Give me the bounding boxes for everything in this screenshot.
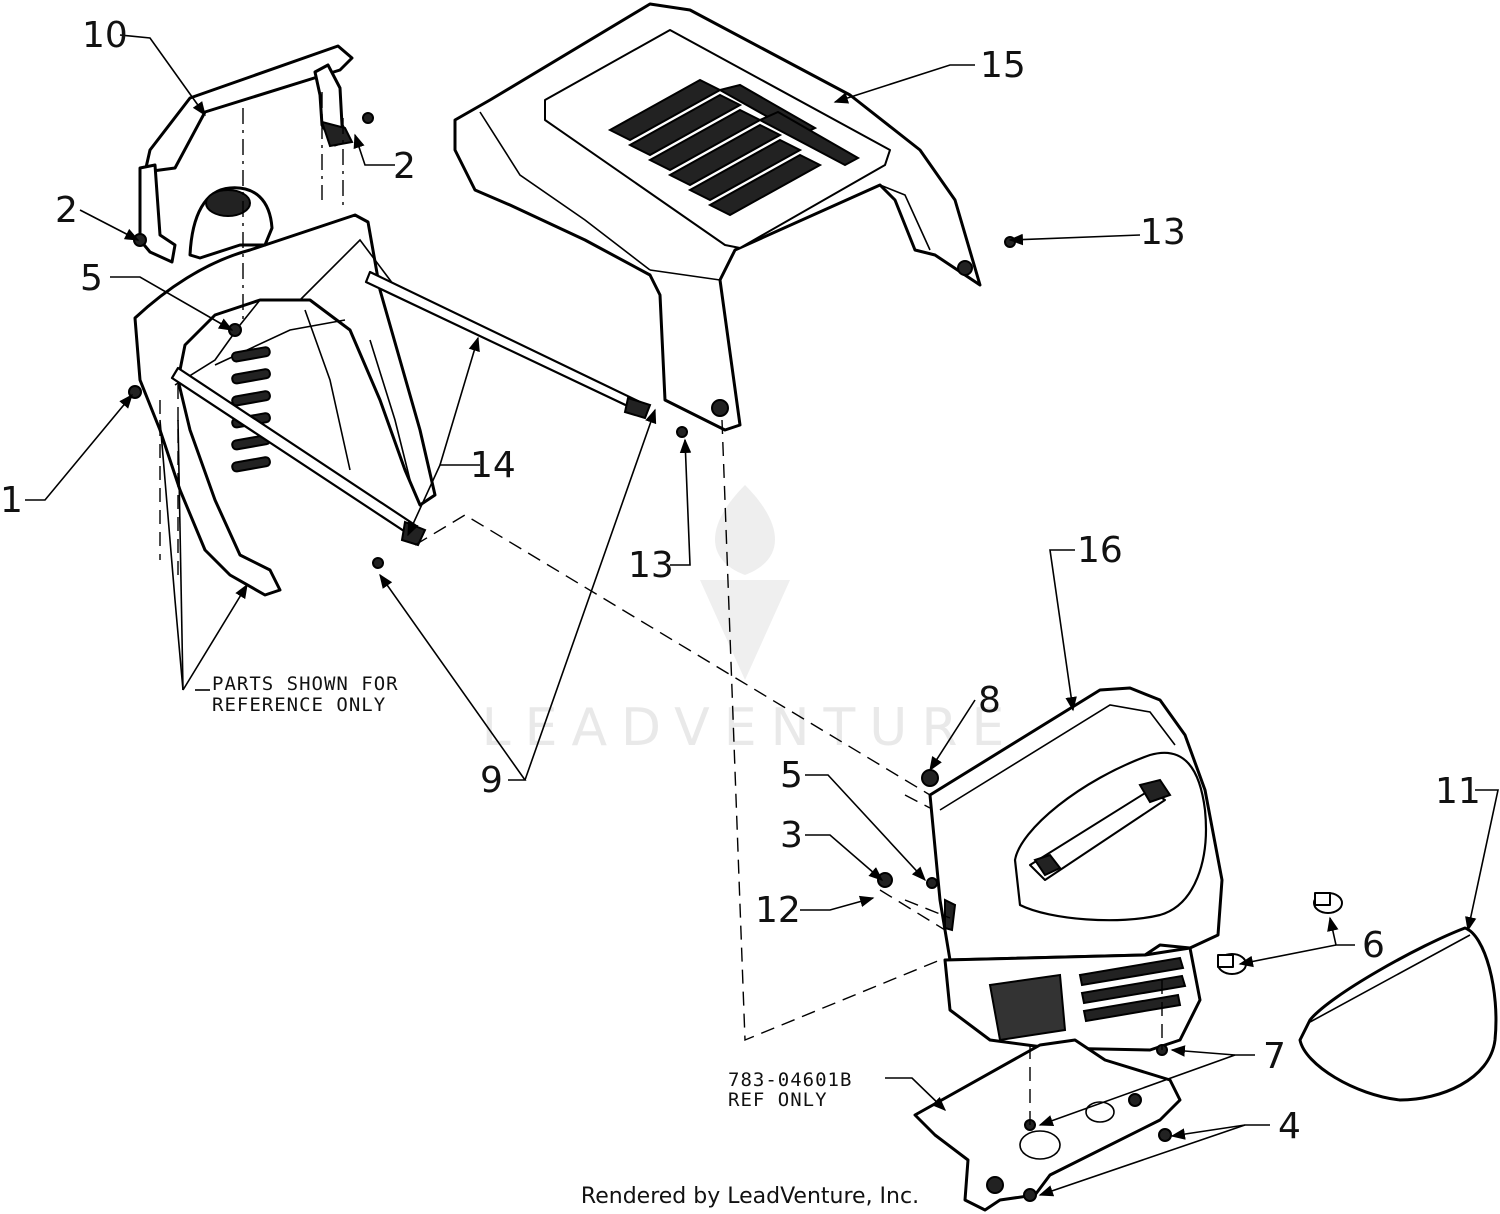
label-1: 1 (0, 480, 23, 521)
label-16: 16 (1077, 530, 1123, 571)
part-10-upper-bracket (143, 44, 354, 174)
callout-labels: 10 2 2 5 1 14 15 13 13 16 9 8 5 3 12 11 … (0, 15, 1481, 1147)
label-12: 12 (755, 890, 801, 931)
label-8: 8 (978, 680, 1001, 721)
note-reference-line-2: REFERENCE ONLY (212, 694, 386, 716)
nose-grille-slats (1078, 956, 1187, 1023)
label-15: 15 (980, 45, 1026, 86)
alignment-lines (159, 92, 1163, 1125)
label-14: 14 (470, 445, 516, 486)
note-ref-only: REF ONLY (728, 1089, 828, 1111)
label-11: 11 (1435, 771, 1481, 812)
leader-lines (25, 34, 1499, 1197)
label-5-frame: 5 (80, 258, 103, 299)
label-13-hood: 13 (1140, 212, 1186, 253)
label-13-lower: 13 (628, 545, 674, 586)
label-3: 3 (780, 815, 803, 856)
label-2-right: 2 (393, 146, 416, 187)
part-15-hood (453, 2, 982, 432)
hood-frame-assembly (133, 44, 652, 597)
label-9: 9 (480, 760, 503, 801)
label-7: 7 (1263, 1036, 1286, 1077)
dash-panel-frame (133, 213, 437, 597)
label-4: 4 (1278, 1106, 1301, 1147)
label-5-nose: 5 (780, 755, 803, 796)
hood-vent-grille (607, 78, 861, 217)
part-16-front-nose (921, 686, 1224, 1052)
part-6-bumpers (1217, 892, 1343, 975)
render-credit: Rendered by LeadVenture, Inc. (581, 1184, 919, 1209)
ref-bracket-783-04601B (913, 1038, 1182, 1212)
note-reference-line-1: PARTS SHOWN FOR (212, 673, 399, 695)
watermark: LEADVENTURE (482, 485, 1019, 758)
watermark-text: LEADVENTURE (482, 698, 1019, 758)
part-10-side-arm (138, 163, 177, 264)
label-2-left: 2 (55, 190, 78, 231)
label-10: 10 (82, 15, 128, 56)
note-ref-part-number: 783-04601B (728, 1069, 852, 1091)
part-8-grommet (921, 769, 939, 787)
part-11-front-cap (1298, 926, 1498, 1102)
label-6: 6 (1362, 925, 1385, 966)
reference-notes: PARTS SHOWN FOR REFERENCE ONLY 783-04601… (212, 673, 852, 1111)
